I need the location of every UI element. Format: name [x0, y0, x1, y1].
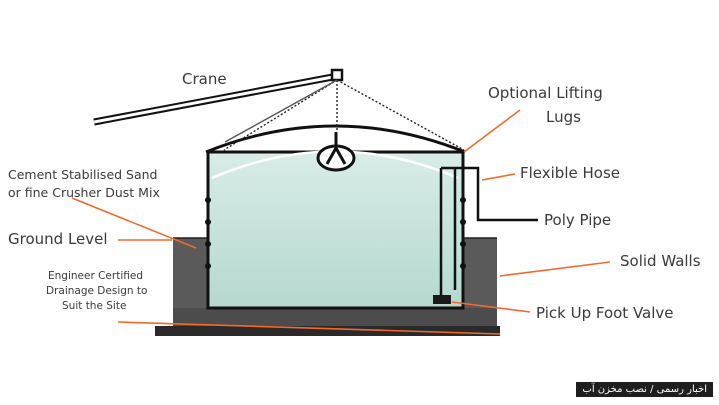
label-solid-walls: Solid Walls [620, 252, 701, 270]
water-tank [205, 124, 466, 310]
label-ground-level: Ground Level [8, 230, 108, 248]
pointer-lifting-lugs [463, 109, 521, 153]
lifting-chains [223, 79, 465, 151]
source-caption: اخبار رسمی / نصب مخزن آب [576, 382, 713, 397]
pipework [439, 166, 538, 296]
roof-hatch [316, 132, 356, 172]
label-crane: Crane [182, 70, 227, 88]
label-lifting-lugs-2: Lugs [546, 108, 581, 126]
pointer-flexible-hose [481, 173, 516, 181]
flexible-hose-pipe [441, 166, 538, 222]
ground-pit [155, 238, 500, 336]
crane-hook [330, 68, 344, 82]
tank-water [208, 152, 463, 308]
pointer-cement [71, 197, 197, 249]
label-lifting-lugs-1: Optional Lifting [488, 84, 603, 102]
pointer-foot-valve [451, 301, 531, 313]
left-solid-wall [173, 238, 207, 318]
label-drainage-3: Suit the Site [62, 300, 127, 312]
wall-corrugations [205, 197, 466, 269]
label-drainage-2: Drainage Design to [46, 285, 148, 297]
tank-roof [205, 124, 466, 154]
label-poly-pipe: Poly Pipe [544, 211, 612, 229]
pointer-lines [71, 109, 611, 335]
label-cement-1: Cement Stabilised Sand [8, 167, 158, 182]
label-flexible-hose: Flexible Hose [520, 164, 620, 182]
pointer-drainage [117, 321, 501, 335]
label-drainage-1: Engineer Certified [48, 270, 143, 282]
label-foot-valve: Pick Up Foot Valve [536, 304, 674, 322]
label-cement-2: or fine Crusher Dust Mix [8, 185, 160, 200]
pointer-solid-walls [499, 261, 611, 277]
base-slab [155, 326, 500, 336]
crane [93, 68, 465, 151]
foot-valve [433, 295, 451, 304]
